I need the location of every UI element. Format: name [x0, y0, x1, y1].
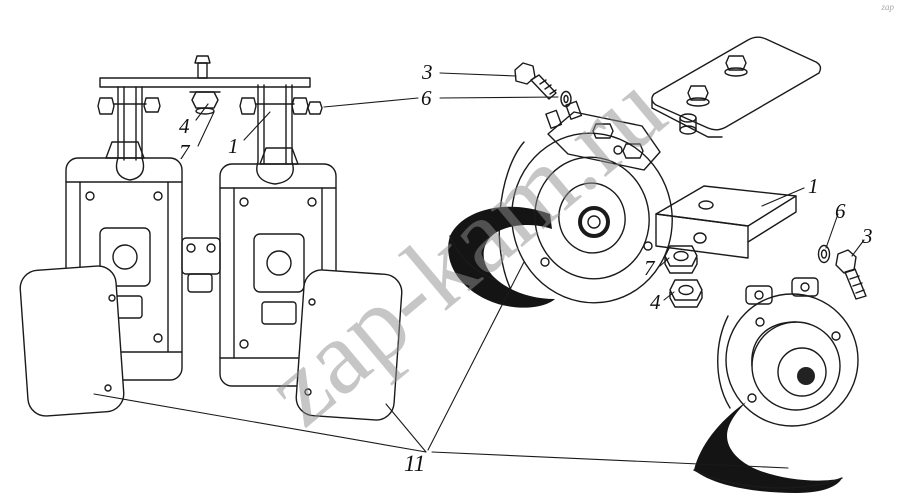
callout-1-right: 1	[808, 174, 819, 198]
center-horn	[448, 100, 673, 308]
bottom-right-horn	[693, 277, 859, 493]
bolt-3-top	[514, 62, 557, 100]
callout-3-right: 3	[862, 224, 873, 248]
center-joining-bracket	[181, 237, 221, 293]
corner-watermark: zap	[881, 2, 894, 12]
callout-1-left: 1	[228, 134, 239, 158]
left-horn-assembly	[19, 55, 403, 421]
bolt-3-right	[835, 249, 867, 300]
nut-under-bar	[191, 91, 219, 109]
spacer-bushing	[679, 113, 697, 135]
callout-6-right: 6	[835, 199, 846, 223]
washer-6-right	[817, 244, 831, 264]
left-hanger-bracket	[97, 86, 161, 181]
nut-4	[669, 279, 703, 308]
callout-7-mid: 7	[644, 256, 655, 280]
right-hanger-bracket	[239, 84, 323, 185]
callout-11: 11	[404, 451, 426, 476]
top-bar	[99, 77, 311, 88]
horn-hub	[797, 367, 815, 385]
callout-4-left: 4	[179, 114, 190, 138]
leader-lines	[93, 72, 865, 469]
u-bracket	[655, 185, 797, 259]
callout-6-top: 6	[421, 86, 432, 110]
resonator-plates	[19, 265, 403, 421]
horn-mounting-tabs	[745, 277, 819, 305]
right-plate	[295, 269, 403, 421]
callout-4-mid: 4	[650, 290, 661, 314]
center-horn-trumpet	[448, 206, 555, 308]
right-horn-trumpet	[694, 402, 842, 493]
left-plate	[19, 265, 125, 417]
callout-3-top: 3	[422, 60, 433, 84]
nut-7	[664, 245, 698, 274]
center-horn-top-bracket	[545, 100, 661, 171]
top-mounting-plate	[651, 36, 822, 138]
callout-7-left: 7	[179, 140, 190, 164]
